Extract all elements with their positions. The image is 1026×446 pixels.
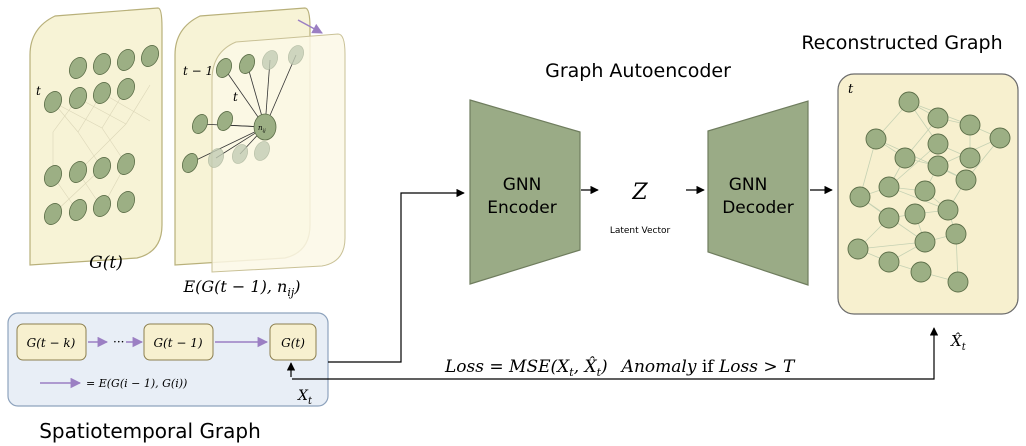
recon-nodes [847,91,1011,293]
encoder-line2: Encoder [487,198,557,218]
st-box-gt [269,323,317,361]
frame-gt: t [29,7,163,266]
gnn-encoder-block: GNN Encoder [469,99,581,285]
latent-symbol: Z [631,180,648,205]
frame-gtm1-label: t − 1 [183,64,213,78]
encoder-line1: GNN [503,175,542,195]
node-nij-label-sub: ij [263,128,267,134]
st-box-gtk-label: G(t − k) [27,336,76,350]
gnn-decoder-block: GNN Decoder [707,100,809,286]
autoencoder-title: Graph Autoencoder [545,60,731,82]
frame-gtm1: t − 1 t nij [174,7,346,273]
st-box-gt-label: G(t) [281,336,305,350]
reconstructed-title: Reconstructed Graph [801,32,1002,54]
decoder-line2: Decoder [722,198,794,218]
connector-st-to-encoder [328,188,465,363]
st-ellipsis: ··· [113,335,124,349]
frame-gtm1-corner-arrow [297,19,323,34]
decoder-line1: GNN [729,175,768,195]
st-box-gtm1-label: G(t − 1) [153,336,202,350]
node-nij [253,113,277,141]
frame-gt-nodes [43,45,160,225]
st-box-gtk [16,323,87,361]
node-nij-label: n [258,124,263,132]
spatiotemporal-panel: G(t − k) ··· G(t − 1) G(t) = E(G(i − 1),… [7,312,329,407]
st-legend-text: = E(G(i − 1), G(i)) [86,377,187,390]
recon-frame-label: t [848,82,854,97]
frame-gtm1-caption: E(G(t − 1), nij) [182,277,300,299]
latent-caption: Latent Vector [610,226,671,236]
reconstructed-panel: t [837,73,1019,315]
frame-gt-label: t [36,84,41,98]
frame-gtm1-faded-nodes [208,45,304,168]
loss-equation: Loss = MSE(Xt, X̂t)Anomaly if Loss > T [444,357,796,379]
frame-gtm1-inner-label: t [233,90,238,104]
spatiotemporal-title: Spatiotemporal Graph [39,419,261,443]
svg-text:nij: nij [258,124,266,134]
frame-gt-caption: G(t) [89,253,123,273]
st-input-label: Xt [297,388,313,407]
connector-loss-to-output [292,327,939,380]
frame-gtm1-nodes [181,54,277,173]
recon-output-label: X̂t [950,332,967,353]
st-box-gtm1 [143,323,214,361]
